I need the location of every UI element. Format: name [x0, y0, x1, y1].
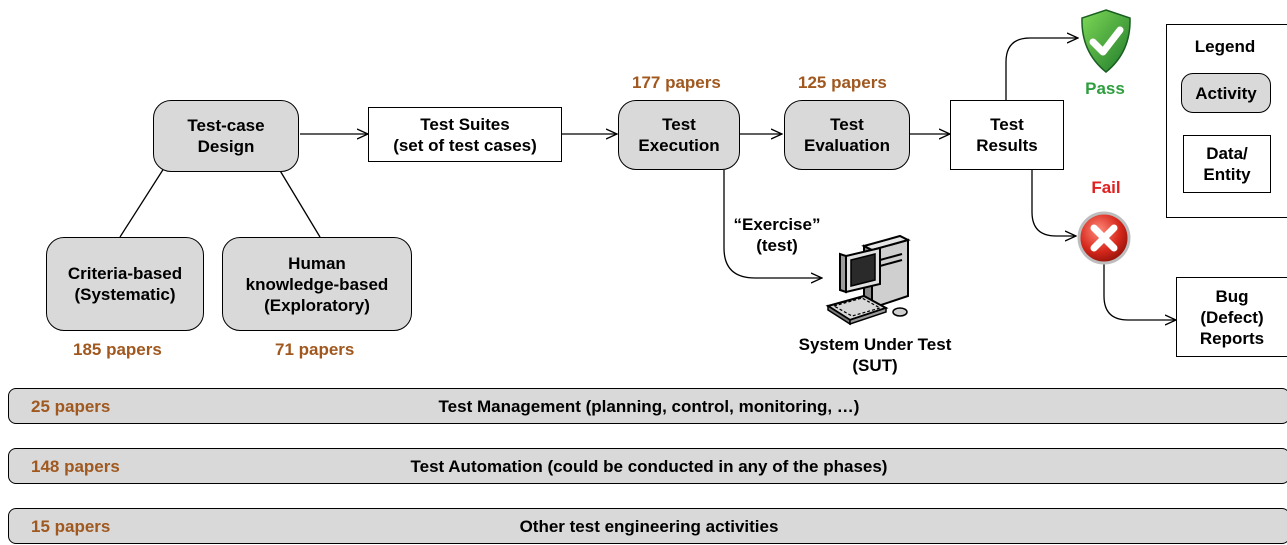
papers-count-execution: 177 papers: [632, 73, 721, 92]
bug-reports-entity: Bug (Defect) Reports: [1176, 277, 1287, 357]
shield-check-icon: [1081, 9, 1131, 73]
arrow-fail-to-bug: [1103, 262, 1176, 320]
test-management-papers: 25 papers: [31, 397, 111, 416]
arrow-results-to-fail: [1031, 170, 1076, 236]
legend-title: Legend: [1194, 37, 1256, 56]
test-management-bar: 25 papers Test Management (planning, con…: [8, 388, 1287, 424]
papers-count-human: 71 papers: [275, 340, 355, 359]
other-activities-bar: 15 papers Other test engineering activit…: [8, 508, 1287, 544]
criteria-based-activity: Criteria-based (Systematic): [46, 237, 204, 331]
test-results-entity: Test Results: [950, 100, 1064, 170]
human-knowledge-based-activity: Human knowledge-based (Exploratory): [222, 237, 412, 331]
legend-data-entity: Data/ Entity: [1183, 135, 1271, 193]
legend-activity: Activity: [1181, 73, 1271, 113]
error-x-icon: [1077, 211, 1131, 265]
test-automation-bar: 148 papers Test Automation (could be con…: [8, 448, 1287, 484]
arrow-execution-to-sut: [723, 170, 822, 278]
computer-icon: [825, 234, 911, 326]
test-suites-entity: Test Suites (set of test cases): [368, 107, 562, 162]
test-case-design-activity: Test-case Design: [153, 100, 299, 172]
papers-count-evaluation: 125 papers: [798, 73, 887, 92]
papers-count-criteria: 185 papers: [73, 340, 162, 359]
fail-label: Fail: [1091, 178, 1121, 197]
sut-label: System Under Test (SUT): [798, 335, 952, 375]
test-management-label: Test Management (planning, control, moni…: [438, 397, 860, 416]
legend-panel: Legend Activity Data/ Entity: [1166, 24, 1287, 218]
pass-label: Pass: [1085, 79, 1125, 98]
test-evaluation-activity: Test Evaluation: [784, 100, 910, 170]
test-automation-label: Test Automation (could be conducted in a…: [410, 457, 888, 476]
other-activities-label: Other test engineering activities: [519, 517, 779, 536]
arrow-results-to-pass: [1005, 38, 1078, 100]
exercise-label: “Exercise” (test): [733, 215, 821, 255]
test-automation-papers: 148 papers: [31, 457, 120, 476]
other-activities-papers: 15 papers: [31, 517, 111, 536]
test-execution-activity: Test Execution: [618, 100, 740, 170]
